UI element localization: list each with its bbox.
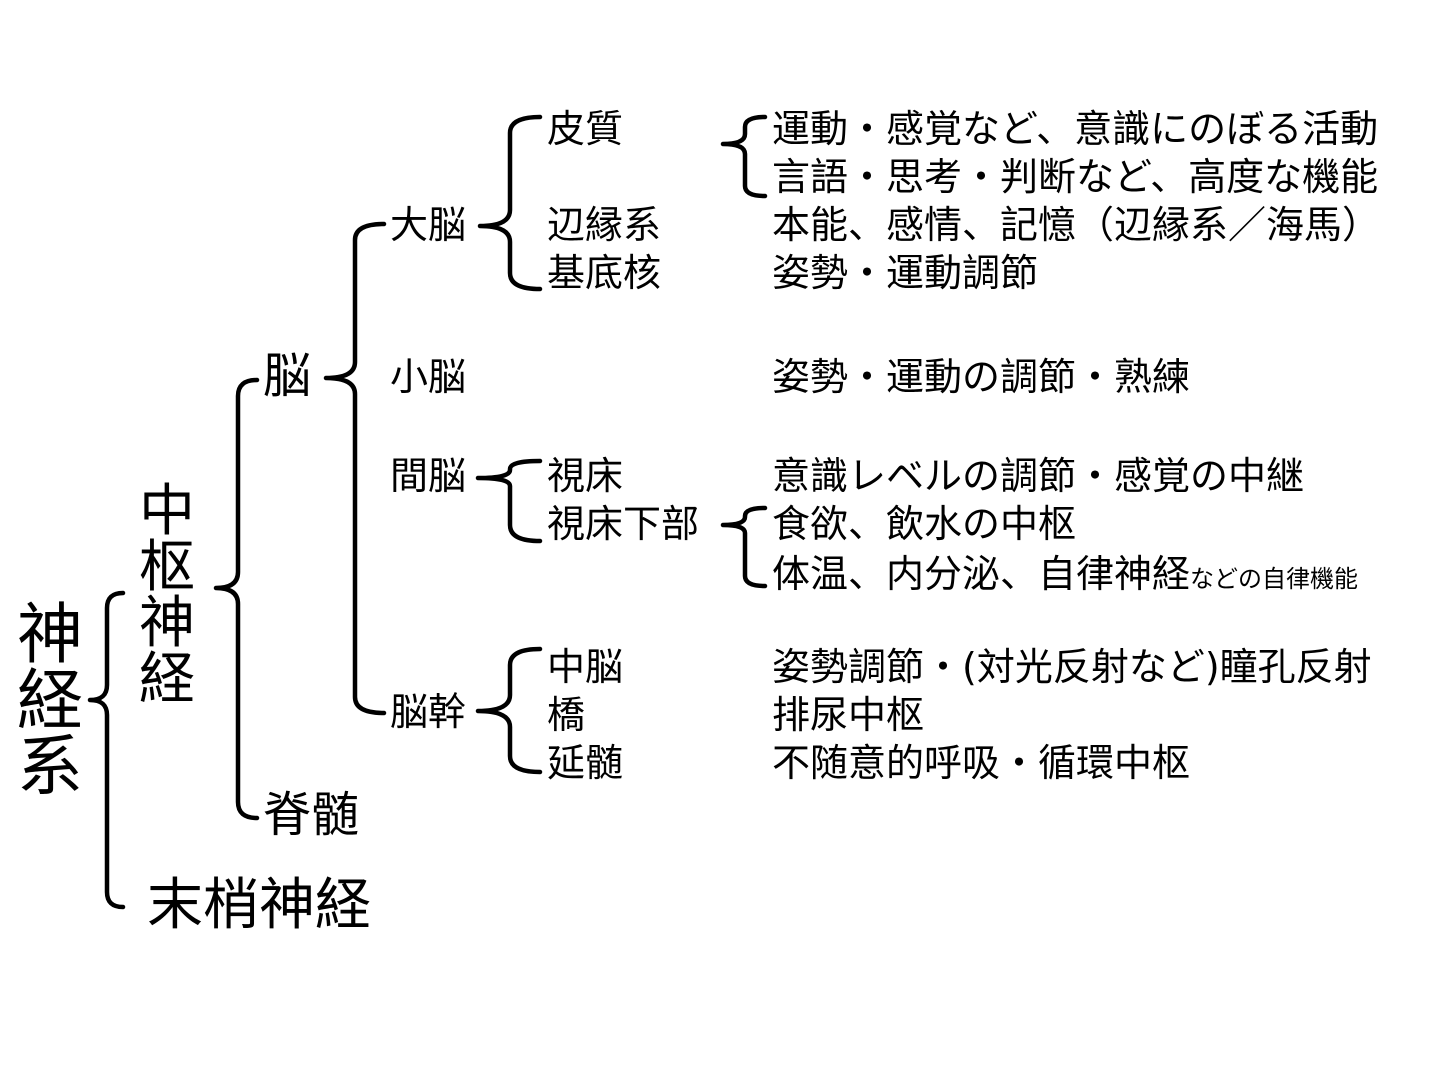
- function-hypothalamus-2-main: 体温、内分泌、自律神経: [772, 552, 1191, 596]
- diencephalon: 間脳: [390, 454, 467, 498]
- function-midbrain: 姿勢調節・(対光反射など)瞳孔反射: [772, 645, 1372, 689]
- bracket-hypothalamus: [720, 505, 768, 589]
- peripheral-nervous-system: 末梢神経: [147, 873, 371, 938]
- function-cortex-1: 運動・感覚など、意識にのぼる活動: [772, 107, 1379, 151]
- limbic-system: 辺縁系: [547, 203, 662, 247]
- function-pons: 排尿中枢: [772, 693, 925, 737]
- function-thalamus: 意識レベルの調節・感覚の中継: [772, 454, 1305, 498]
- function-medulla: 不随意的呼吸・循環中枢: [772, 741, 1191, 785]
- function-cerebellum: 姿勢・運動の調節・熟練: [772, 355, 1191, 399]
- central-nervous-system: 中 枢 神 経: [139, 479, 195, 712]
- pons: 橋: [547, 693, 586, 737]
- function-cortex-2: 言語・思考・判断など、高度な機能: [772, 155, 1379, 199]
- basal-ganglia: 基底核: [547, 251, 662, 295]
- function-hypothalamus-2: 体温、内分泌、自律神経などの自律機能: [772, 555, 1358, 593]
- bracket-cerebrum: [477, 114, 543, 292]
- function-basal-ganglia: 姿勢・運動調節: [772, 251, 1039, 295]
- bracket-nervous-system: [87, 590, 126, 910]
- brain: 脳: [263, 348, 312, 404]
- function-hypothalamus-1: 食欲、飲水の中枢: [772, 502, 1077, 546]
- cortex: 皮質: [547, 107, 624, 151]
- hypothalamus: 視床下部: [547, 502, 700, 546]
- bracket-diencephalon: [475, 458, 543, 544]
- brainstem: 脳幹: [390, 690, 467, 734]
- bracket-brainstem: [475, 646, 543, 775]
- root-nervous-system: 神 経 系: [17, 596, 83, 805]
- thalamus: 視床: [547, 454, 624, 498]
- medulla: 延髄: [547, 741, 624, 785]
- midbrain: 中脳: [547, 645, 624, 689]
- function-limbic: 本能、感情、記憶（辺縁系／海馬）: [772, 203, 1381, 247]
- function-hypothalamus-2-small: などの自律機能: [1190, 565, 1359, 593]
- bracket-cortex: [720, 114, 768, 199]
- bracket-cns: [213, 377, 260, 821]
- spinal-cord: 脊髄: [263, 787, 360, 843]
- cerebrum: 大脳: [390, 203, 467, 247]
- cerebellum: 小脳: [390, 355, 467, 399]
- bracket-brain: [323, 221, 387, 716]
